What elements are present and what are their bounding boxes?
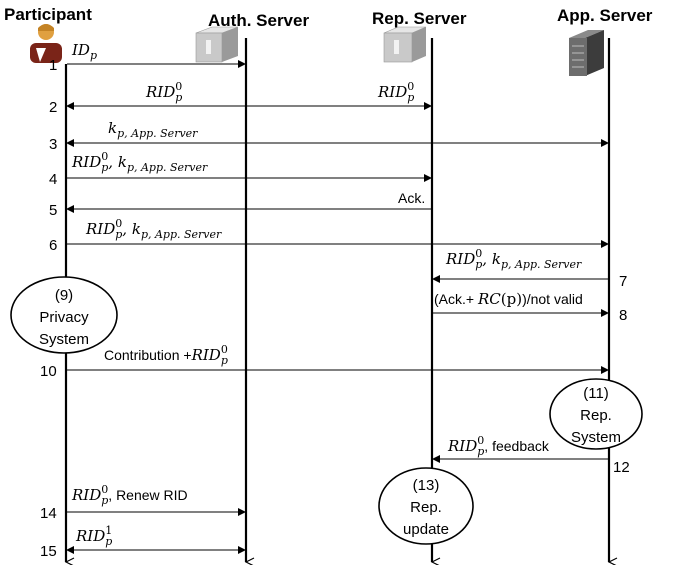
step-15: 15 (40, 543, 57, 560)
auth-server-header: Auth. Server (208, 11, 309, 30)
msg-1-label: IDp (71, 41, 97, 62)
rep-server-icon (383, 26, 427, 63)
process-11-rep-system: (11) Rep. System (549, 378, 643, 450)
rep-server-header: Rep. Server (372, 9, 467, 28)
auth-server-icon (195, 26, 239, 63)
step-14: 14 (40, 505, 57, 522)
process-9-line1: Privacy (39, 309, 89, 326)
step-2: 2 (49, 99, 57, 116)
msg-5-label: Ack. (398, 190, 425, 206)
app-server-header: App. Server (557, 6, 653, 25)
participant-avatar-icon (30, 24, 62, 63)
msg-8-label: (Ack.+ RC(p))/not valid (434, 290, 583, 308)
app-server-icon (569, 30, 604, 76)
process-11-number: (11) (583, 385, 609, 402)
process-13-number: (13) (413, 477, 440, 494)
process-9-line2: System (39, 331, 89, 348)
step-8: 8 (619, 307, 627, 324)
step-6: 6 (49, 237, 57, 254)
step-10: 10 (40, 363, 57, 380)
process-11-line1: Rep. (580, 407, 612, 424)
step-12: 12 (613, 459, 630, 476)
participant-header: Participant (4, 5, 92, 24)
process-11-line2: System (571, 429, 621, 446)
process-9-privacy-system: (9) Privacy System (10, 276, 118, 354)
step-4: 4 (49, 171, 57, 188)
process-13-line1: Rep. (410, 499, 442, 516)
step-7: 7 (619, 273, 627, 290)
process-13-rep-update: (13) Rep. update (378, 467, 474, 545)
process-9-number: (9) (55, 287, 73, 304)
msg-3-label: kp, App. Server (108, 119, 198, 140)
step-1: 1 (49, 57, 57, 74)
step-3: 3 (49, 136, 57, 153)
step-5: 5 (49, 202, 57, 219)
process-13-line2: update (403, 521, 449, 538)
